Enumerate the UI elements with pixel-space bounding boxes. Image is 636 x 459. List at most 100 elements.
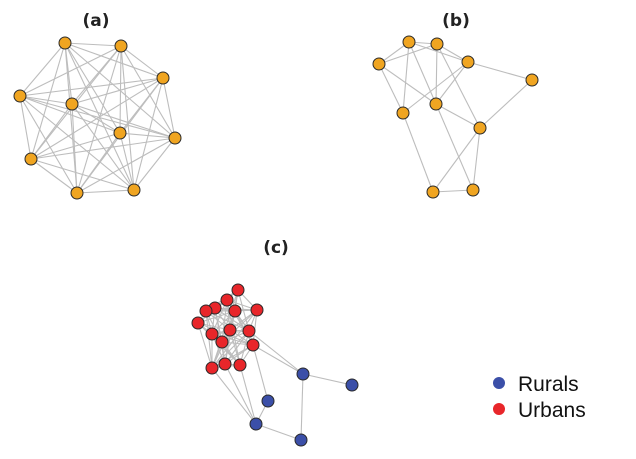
edge-a — [19, 42, 66, 97]
legend: Rurals Urbans — [493, 373, 586, 422]
node-urban — [231, 283, 245, 297]
edge-c-cross — [248, 330, 304, 375]
edge-b — [436, 43, 481, 129]
node-b — [402, 35, 416, 49]
edge-c-urban — [197, 322, 213, 369]
panel-label-c: (c) — [263, 238, 289, 258]
node-urban — [191, 316, 205, 330]
edge-a — [64, 42, 164, 79]
node-urban — [233, 358, 247, 372]
edge-a — [76, 189, 135, 194]
node-b — [430, 37, 444, 51]
node-urban — [223, 323, 237, 337]
edge-a — [119, 45, 122, 134]
edge-b — [467, 61, 533, 81]
edge-a — [30, 158, 135, 191]
node-rural — [296, 367, 310, 381]
edge-a — [19, 77, 164, 97]
edge-a — [64, 42, 121, 134]
edge-b — [435, 103, 474, 191]
edge-c-urban — [221, 309, 258, 343]
edge-b — [479, 79, 533, 129]
node-rural — [294, 433, 308, 447]
edge-b — [402, 112, 434, 193]
node-urban — [220, 293, 234, 307]
edge-a — [133, 77, 164, 191]
node-urban — [250, 303, 264, 317]
node-b — [525, 73, 539, 87]
edge-a — [120, 45, 164, 79]
edge-a — [30, 132, 121, 160]
edge-a — [120, 45, 176, 139]
edge-a — [19, 45, 122, 97]
edge-a — [120, 45, 135, 191]
edge-a — [76, 132, 121, 194]
edge-c-cross — [211, 367, 257, 425]
node-urban — [215, 335, 229, 349]
edge-a — [19, 95, 32, 160]
edge-c-cross — [224, 363, 257, 425]
node-urban — [205, 327, 219, 341]
edge-a — [64, 42, 122, 47]
node-rural — [249, 417, 263, 431]
legend-marker-rurals — [493, 377, 505, 389]
edge-a — [19, 95, 135, 191]
edge-a — [119, 132, 135, 191]
edge-a — [19, 95, 73, 105]
node-b — [426, 185, 440, 199]
node-a — [65, 97, 79, 111]
edge-b — [378, 63, 437, 105]
node-b — [461, 55, 475, 69]
edge-b — [435, 43, 438, 105]
node-a — [58, 36, 72, 50]
edge-c-rural — [255, 423, 302, 441]
node-b — [429, 97, 443, 111]
edge-a — [71, 103, 78, 194]
edge-a — [162, 77, 176, 139]
legend-label-urbans: Urbans — [518, 399, 586, 422]
edge-c-cross — [252, 344, 269, 402]
edge-a — [30, 158, 78, 194]
edge-c-rural — [300, 373, 304, 441]
edge-a — [76, 137, 176, 194]
edge-a — [30, 137, 176, 160]
edge-a — [71, 103, 121, 134]
edge-c-cross — [252, 344, 304, 375]
edge-b — [402, 41, 410, 114]
edge-b — [402, 61, 469, 114]
node-a — [13, 89, 27, 103]
node-a — [113, 126, 127, 140]
node-b — [473, 121, 487, 135]
edge-a — [19, 95, 78, 194]
edge-b — [378, 63, 404, 114]
edge-b — [435, 103, 481, 129]
node-a — [127, 183, 141, 197]
node-urban — [205, 361, 219, 375]
panel-label-a: (a) — [82, 11, 109, 31]
edge-c-rural — [302, 373, 353, 386]
edge-a — [76, 45, 122, 194]
node-b — [396, 106, 410, 120]
edge-a — [19, 95, 176, 139]
edge-c-cross — [239, 364, 257, 425]
edge-a — [19, 95, 121, 134]
node-urban — [199, 304, 213, 318]
edge-c-urban — [205, 310, 250, 332]
legend-label-rurals: Rurals — [518, 373, 579, 396]
edge-b — [432, 127, 481, 193]
edge-a — [71, 103, 135, 191]
edge-c-urban — [211, 309, 258, 369]
node-a — [114, 39, 128, 53]
node-a — [168, 131, 182, 145]
edge-b — [408, 41, 469, 63]
edge-a — [133, 137, 176, 191]
node-urban — [242, 324, 256, 338]
edge-b — [432, 189, 474, 193]
edge-a — [119, 132, 176, 139]
edge-a — [64, 42, 78, 194]
node-a — [156, 71, 170, 85]
edge-b — [472, 127, 481, 191]
node-b — [466, 183, 480, 197]
edge-a — [71, 77, 164, 105]
